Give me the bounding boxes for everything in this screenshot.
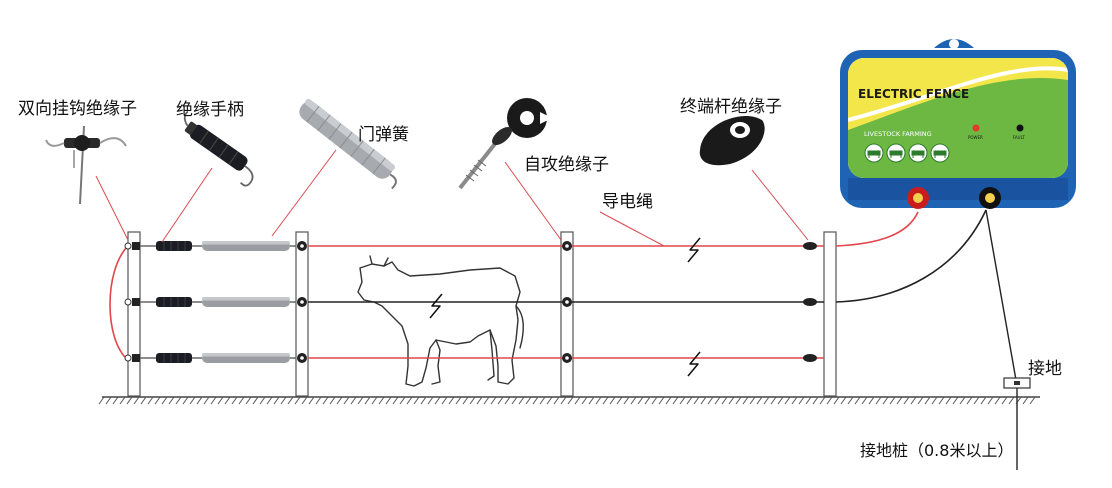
fault-indicator-label: FAULT — [1013, 135, 1025, 140]
lightning-icon — [429, 237, 701, 377]
gate-set-row — [140, 353, 296, 363]
animal-icon-cow — [867, 150, 881, 158]
self-tapping-insulator-icon — [458, 98, 552, 190]
gate-handle — [156, 241, 192, 251]
label-ground: 接地 — [1028, 359, 1062, 379]
label-gate-spring: 门弹簧 — [358, 125, 409, 145]
animal-icon-sheep — [933, 150, 947, 158]
ground-lead-wire — [985, 209, 1017, 381]
animal-icon-pig — [889, 150, 903, 158]
gate-set-row — [140, 297, 296, 307]
post-insulator — [562, 241, 572, 251]
label-gate-handle: 绝缘手柄 — [176, 100, 244, 120]
label-ground-rod: 接地桩（0.8米以上） — [860, 441, 1014, 460]
post-insulator — [124, 354, 140, 362]
fault-indicator-light — [1016, 124, 1024, 132]
post-insulator — [297, 241, 307, 251]
post-insulator — [803, 354, 817, 362]
power-indicator-label: POWER — [968, 135, 983, 140]
post-insulator — [562, 297, 572, 307]
energizer-subtitle: LIVESTOCK FARMING — [864, 130, 932, 138]
gate-handle-icon — [183, 110, 254, 187]
fence-wires — [308, 209, 1017, 381]
cow-outline-icon — [357, 255, 524, 387]
pointer-lines — [95, 149, 809, 247]
fence-post — [560, 231, 574, 397]
post-insulator — [124, 298, 140, 306]
post-insulator — [803, 298, 817, 306]
live-feed-wire — [835, 211, 919, 247]
post-insulator — [297, 297, 307, 307]
gate-spring-icon — [299, 98, 397, 190]
fence-posts — [127, 231, 837, 397]
power-indicator-light — [972, 124, 980, 132]
gate-handle — [156, 353, 192, 363]
post-insulator — [803, 242, 817, 250]
post-insulators — [124, 241, 817, 363]
ground-feed-wire — [835, 209, 987, 303]
label-self-tapping-insulator: 自攻绝缘子 — [524, 155, 609, 175]
energizer-title: ELECTRIC FENCE — [858, 87, 969, 101]
bidirectional-hook-insulator-icon — [45, 125, 127, 205]
live-loop-wire — [109, 245, 129, 361]
post-insulator — [562, 353, 572, 363]
ground-rod-icon — [1003, 377, 1031, 470]
gate-assemblies — [140, 241, 296, 363]
label-conductor-wire: 导电绳 — [602, 192, 653, 212]
end-post-insulator-icon — [699, 115, 765, 166]
ground-terminal — [979, 187, 1001, 209]
energizer-unit: ELECTRIC FENCE LIVESTOCK FARMING POWER F… — [840, 39, 1076, 209]
fence-post — [823, 231, 837, 397]
fence-post — [295, 231, 309, 397]
fence-post — [127, 231, 141, 397]
post-insulator — [297, 353, 307, 363]
gate-handle — [156, 297, 192, 307]
label-end-post-insulator: 终端杆绝缘子 — [680, 97, 782, 117]
ground-surface — [98, 396, 1040, 405]
live-terminal — [907, 187, 929, 209]
post-insulator — [124, 242, 140, 250]
label-bidirectional-hook-insulator: 双向挂钩绝缘子 — [18, 99, 137, 119]
gate-set-row — [140, 241, 296, 251]
animal-icon-group — [864, 143, 950, 163]
animal-icon-horse — [911, 150, 925, 158]
